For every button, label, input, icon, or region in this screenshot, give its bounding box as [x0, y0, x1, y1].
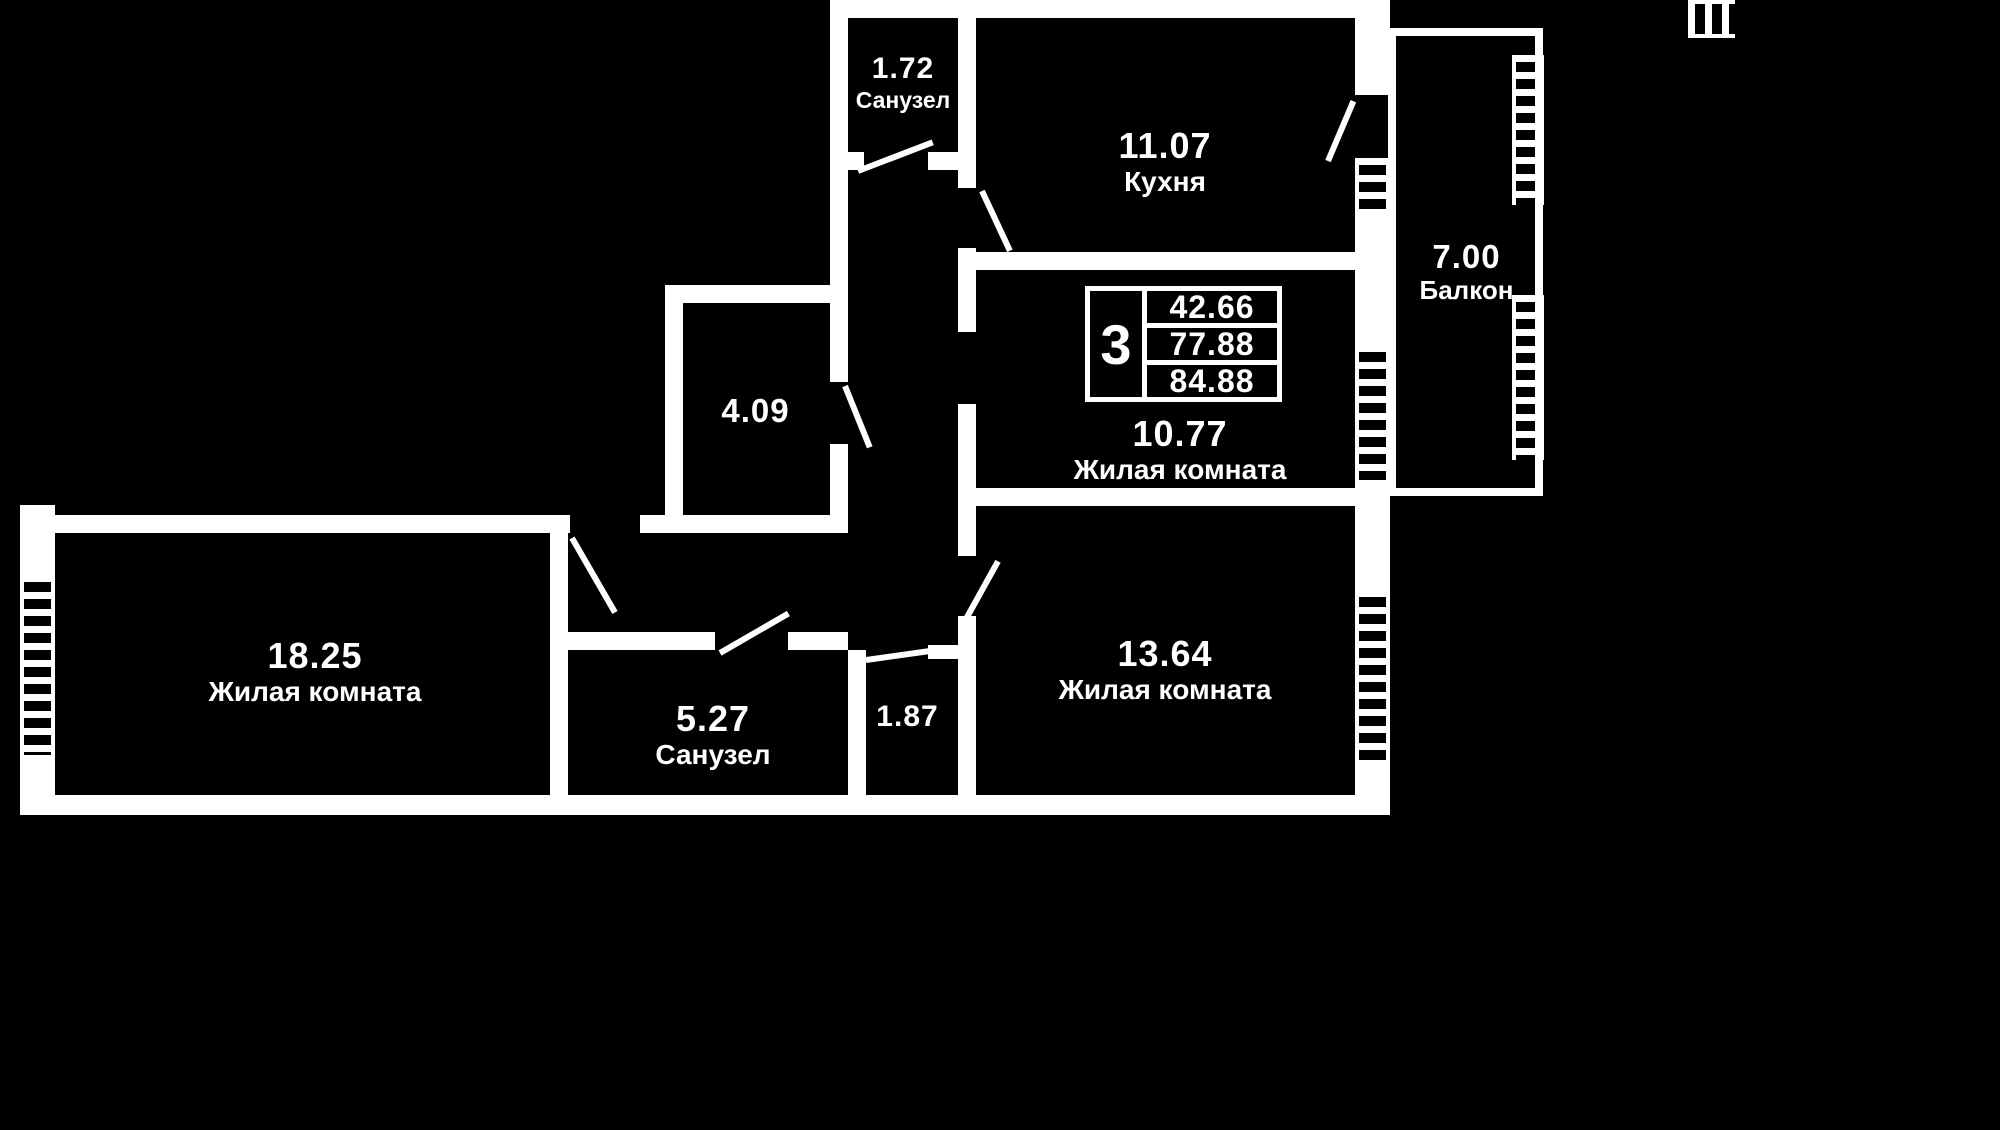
window-hatch [1355, 345, 1390, 480]
door-leaf [979, 189, 1013, 253]
wall [958, 616, 976, 815]
room-label-living-2: 18.25 Жилая комната [115, 635, 515, 709]
window-hatch [20, 575, 55, 755]
door-leaf [963, 559, 1001, 621]
legend-rooms-count: 3 [1085, 286, 1147, 402]
room-name: Балкон [1419, 274, 1514, 305]
legend: 3 42.66 77.88 84.88 [1085, 286, 1282, 402]
wall [665, 285, 848, 303]
room-label-balcony: 7.00 Балкон [1390, 238, 1543, 306]
wall [958, 18, 976, 158]
room-label-wc-top: 1.72 Санузел [828, 52, 978, 113]
legend-value: 77.88 [1142, 323, 1282, 365]
room-area: 1.87 [876, 700, 939, 733]
door-leaf [865, 647, 937, 663]
door-leaf [842, 384, 873, 449]
window-hatch [1355, 158, 1390, 215]
room-area: 1.72 [871, 52, 935, 85]
wall [1355, 760, 1390, 815]
room-area: 4.09 [721, 392, 790, 429]
wall [1355, 215, 1390, 345]
room-area: 11.07 [1118, 125, 1212, 166]
wall [550, 533, 568, 795]
room-label-kitchen: 11.07 Кухня [1040, 125, 1290, 199]
room-area: 7.00 [1432, 238, 1501, 275]
room-label-hallway: 4.09 [683, 392, 828, 430]
wall [928, 152, 976, 170]
room-name: Кухня [1124, 166, 1206, 198]
room-area: 5.27 [675, 698, 751, 739]
room-name: Санузел [855, 86, 951, 113]
wall [928, 645, 976, 659]
wall [958, 404, 976, 556]
legend-value: 42.66 [1142, 286, 1282, 328]
window-hatch [1355, 590, 1390, 760]
wall [1355, 506, 1390, 590]
balcony-outline [1388, 28, 1543, 496]
wall [830, 0, 1390, 18]
wall [976, 252, 1355, 270]
room-name: Санузел [655, 739, 771, 771]
wall [830, 0, 848, 303]
room-name: Жилая комната [208, 676, 422, 708]
wall [1355, 480, 1390, 506]
wall [958, 170, 976, 188]
wall [550, 632, 715, 650]
legend-values: 42.66 77.88 84.88 [1142, 286, 1282, 402]
wall [848, 152, 864, 170]
room-label-living-1: 10.77 Жилая комната [1030, 413, 1330, 487]
wall [788, 632, 848, 650]
legend-value: 84.88 [1142, 360, 1282, 402]
door-leaf [856, 139, 934, 174]
room-name: Жилая комната [1073, 454, 1287, 486]
room-label-wc-bottom: 5.27 Санузел [578, 698, 848, 772]
room-area: 10.77 [1132, 413, 1228, 454]
wall [830, 303, 848, 382]
wall [830, 444, 848, 533]
door-leaf [718, 610, 790, 656]
window-hatch [1512, 55, 1544, 205]
wall [958, 488, 1390, 506]
window-hatch [1512, 295, 1544, 460]
wall [848, 650, 866, 795]
wall [640, 515, 848, 533]
door-leaf [1325, 99, 1357, 163]
wall [958, 248, 976, 332]
room-label-closet: 1.87 [850, 700, 965, 735]
room-area: 13.64 [1117, 633, 1213, 674]
room-area: 18.25 [267, 635, 363, 676]
wall [665, 285, 683, 533]
room-label-living-3: 13.64 Жилая комната [1015, 633, 1315, 707]
wall [1355, 0, 1390, 95]
wall [20, 795, 1390, 815]
wall [20, 515, 570, 533]
wall [20, 505, 55, 575]
room-name: Жилая комната [1058, 674, 1272, 706]
window-hatch [1688, 0, 1735, 38]
door-leaf [569, 536, 618, 614]
